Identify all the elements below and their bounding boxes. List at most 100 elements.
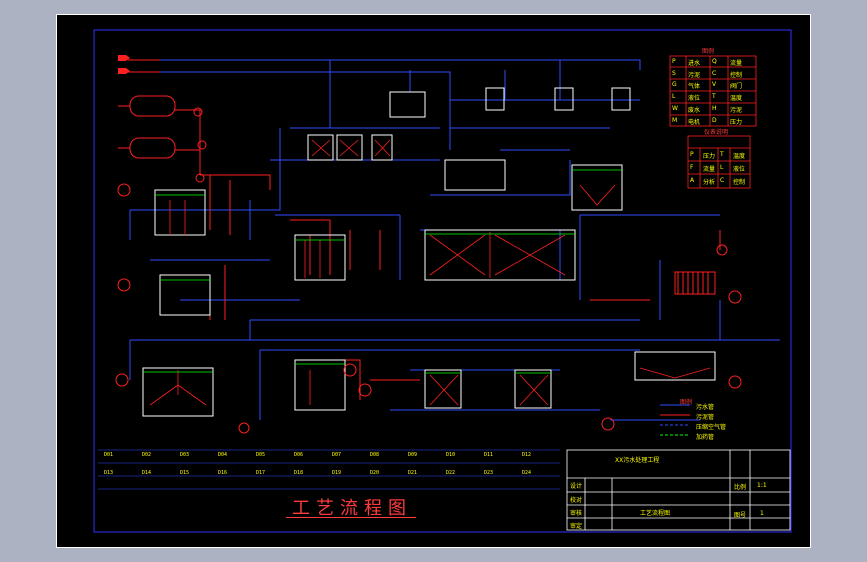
legend-sub-cell: A (690, 177, 695, 184)
legend-cell: 流量 (730, 60, 743, 67)
tank-small-3 (371, 134, 393, 161)
pressure-vessels (118, 95, 176, 159)
tank-aeration (424, 229, 576, 281)
air-tank-2 (129, 137, 176, 159)
equipment-code: D04 (218, 452, 228, 458)
legend-sub-cell: 液位 (733, 166, 746, 173)
tank-internals (149, 139, 711, 406)
legend-sub-heading: 仪表说明 (704, 129, 729, 136)
line-legend-item: 污水管 (696, 404, 715, 411)
equipment-code: D21 (408, 470, 418, 476)
legend-table (669, 55, 757, 189)
equipment-code: D07 (332, 452, 342, 458)
legend-cell: V (712, 81, 717, 89)
equipment-table (98, 449, 560, 490)
tank-sludge (159, 274, 211, 316)
legend-cell: 污泥 (730, 106, 743, 114)
legend-heading: 图例 (702, 48, 715, 55)
equipment-code: D13 (104, 470, 114, 476)
tb-label: 设计 (570, 483, 583, 490)
legend-sub-cell: T (720, 151, 724, 158)
legend-cell: 电机 (688, 118, 701, 126)
legend-cell: 控制 (730, 71, 743, 79)
inlet-arrows (118, 55, 130, 74)
tank-small-6 (611, 87, 631, 111)
legend-sub-cell: 流量 (703, 166, 716, 173)
equipment-code: D10 (446, 452, 456, 458)
air-tank-1 (129, 95, 176, 117)
equipment-code: D16 (218, 470, 228, 476)
equipment-code: D22 (446, 470, 456, 476)
pipe-network (128, 59, 780, 421)
equipment-code: D08 (370, 452, 380, 458)
scale-value: 1:1 (757, 482, 767, 489)
tank-clear-water (634, 351, 716, 381)
legend-cell: C (712, 69, 717, 77)
legend-sub-cell: 温度 (733, 153, 746, 160)
equipment-code: D06 (294, 452, 304, 458)
tank-storage (294, 359, 346, 411)
legend-sub-cell: C (720, 177, 725, 184)
legend-cell: 温度 (730, 95, 743, 103)
legend-cell: M (672, 116, 678, 124)
equipment-code: D11 (484, 452, 494, 458)
legend-sub-cell: 控制 (733, 179, 746, 186)
legend-cell: P (672, 58, 676, 65)
legend-cell: 废水 (688, 106, 701, 114)
tb-label: 校对 (570, 497, 583, 504)
instrument-bubbles (115, 107, 742, 434)
legend-cell: T (712, 93, 716, 101)
equipment-code: D02 (142, 452, 152, 458)
tank-small-5 (554, 87, 574, 111)
title-underline (286, 517, 416, 518)
inner-border (93, 29, 792, 533)
tank-filter-a (424, 369, 462, 409)
equipment-code: D01 (104, 452, 114, 458)
legend-cell: 压力 (730, 118, 743, 126)
line-legend-item: 加药管 (696, 434, 715, 441)
legend-cell: L (672, 93, 676, 101)
legend-cell: W (672, 104, 678, 112)
project-name: XX污水处理工程 (615, 457, 660, 464)
equipment-code: D14 (142, 470, 152, 476)
legend-cell: G (672, 81, 677, 89)
tank-anaerobic (294, 234, 346, 281)
drawing-title: 工艺流程图 (292, 498, 412, 519)
sheet-value: 1 (760, 510, 764, 517)
legend-sub-cell: 压力 (703, 153, 716, 160)
equipment-code: D23 (484, 470, 494, 476)
tank-small-4 (485, 87, 505, 111)
legend-sub-cell: L (720, 164, 724, 171)
legend-cell: 液位 (688, 95, 701, 103)
tanks (142, 87, 716, 417)
tank-dosing-2 (444, 159, 506, 191)
equipment-code: D03 (180, 452, 190, 458)
equipment-code: D17 (256, 470, 266, 476)
line-legend-item: 污泥管 (696, 414, 715, 421)
legend-cell: 气体 (688, 83, 701, 91)
tank-regulating (154, 189, 206, 236)
tank-small-1 (307, 134, 334, 161)
legend-cell: Q (712, 58, 717, 65)
dewatering-machine (674, 244, 728, 295)
legend-cell: S (672, 69, 676, 77)
legend-cell: 阀门 (730, 83, 743, 91)
equipment-code: D24 (522, 470, 532, 476)
tank-dosing-1 (389, 91, 426, 118)
line-legend (660, 404, 690, 436)
line-legend-item: 压缩空气管 (696, 424, 727, 431)
equipment-code: D12 (522, 452, 532, 458)
legend-sub-cell: P (690, 151, 694, 158)
legend-cell: 进水 (688, 60, 701, 67)
drawing-name: 工艺流程图 (640, 510, 671, 517)
line-legend-heading: 图例 (680, 399, 693, 406)
equipment-code: D19 (332, 470, 342, 476)
legend-cell: H (712, 104, 717, 112)
legend-cell: 污泥 (688, 71, 701, 79)
tb-label: 审核 (570, 510, 583, 517)
water-levels (143, 169, 622, 374)
legend-sub-cell: F (690, 164, 694, 171)
legend-cell: D (712, 116, 717, 124)
tank-small-2 (336, 134, 363, 161)
